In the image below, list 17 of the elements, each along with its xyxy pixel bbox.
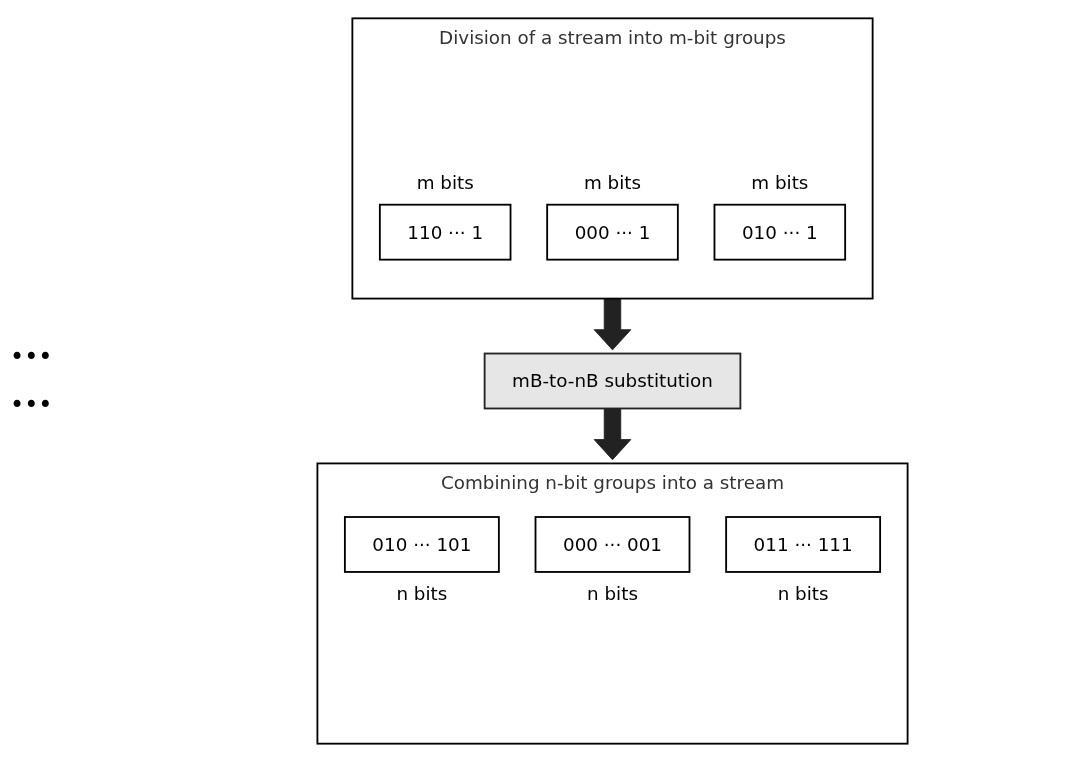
node-label: m bits [416,171,474,194]
ellipsis-dots: ••• [10,343,54,371]
node-label: n bits [587,582,638,605]
node-box: 000 ··· 1 [546,203,679,261]
node-box: 010 ··· 1 [713,203,847,261]
node-box: 010 ··· 101 [343,516,500,573]
arrow [593,298,632,351]
node-label: m bits [583,171,642,194]
node-box: 110 ··· 1 [378,203,512,261]
node-box: 000 ··· 001 [534,516,691,573]
node-label: n bits [777,582,829,605]
ellipsis-dots: ••• [10,391,54,419]
node-label: m bits [751,171,809,194]
node-box: mB-to-nB substitution [483,352,742,410]
arrow [593,408,632,461]
node-box: 011 ··· 111 [725,516,882,573]
node-label: n bits [396,582,448,605]
